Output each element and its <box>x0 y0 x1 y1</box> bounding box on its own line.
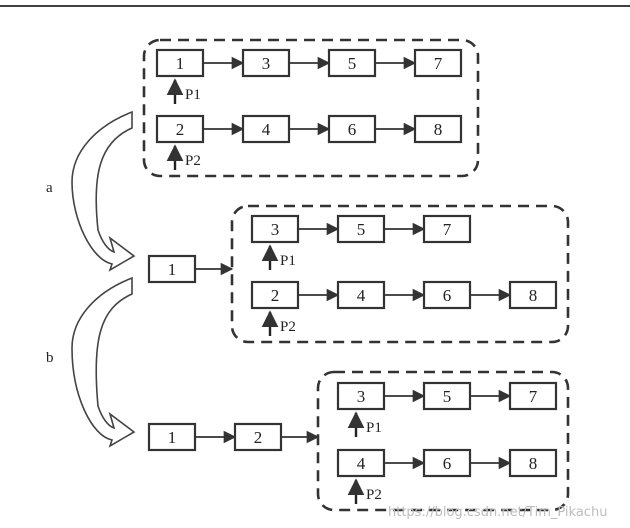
list-node-value: 4 <box>262 120 271 139</box>
list-node: 1 <box>147 254 197 284</box>
list-node: 8 <box>508 280 558 310</box>
list-node: 7 <box>413 48 463 78</box>
list-node-value: 1 <box>168 260 177 279</box>
list-node: 6 <box>422 280 472 310</box>
list-node-value: 7 <box>443 220 452 239</box>
step-label: a <box>46 180 53 196</box>
step-label: b <box>46 350 54 366</box>
list-node-value: 8 <box>529 454 538 473</box>
list-node-box <box>241 114 291 144</box>
list-node-value: 8 <box>434 120 443 139</box>
list-node: 6 <box>327 114 377 144</box>
list-node-box <box>233 422 283 452</box>
list-node-value: 2 <box>271 286 280 305</box>
list-node-value: 4 <box>357 286 366 305</box>
list-node: 7 <box>422 214 472 244</box>
list-node-value: 3 <box>262 54 271 73</box>
list-node-value: 5 <box>443 387 452 406</box>
list-node-value: 5 <box>357 220 366 239</box>
list-node-value: 7 <box>434 54 443 73</box>
list-node-box <box>250 214 300 244</box>
list-node-box <box>327 114 377 144</box>
list-node-value: 2 <box>254 428 263 447</box>
list-node-box <box>508 448 558 478</box>
list-node: 7 <box>508 381 558 411</box>
list-node: 5 <box>327 48 377 78</box>
list-node-value: 6 <box>443 454 452 473</box>
list-node: 2 <box>155 114 205 144</box>
watermark: https://blog.csdn.net/Tim_Pikachu <box>388 505 607 520</box>
remaining-lists-box <box>142 38 480 178</box>
list-node: 1 <box>155 48 205 78</box>
list-node: 3 <box>250 214 300 244</box>
list-node: 4 <box>336 448 386 478</box>
list-node-value: 4 <box>357 454 366 473</box>
list-node: 8 <box>508 448 558 478</box>
list-node-box <box>241 48 291 78</box>
list-node-value: 6 <box>443 286 452 305</box>
list-node-box <box>508 381 558 411</box>
list-node: 5 <box>422 381 472 411</box>
pointer-label: P1 <box>366 420 382 436</box>
list-node: 2 <box>233 422 283 452</box>
list-node: 5 <box>336 214 386 244</box>
transition-arrow <box>71 110 136 272</box>
list-node-box <box>422 214 472 244</box>
list-node: 1 <box>147 422 197 452</box>
list-node-box <box>508 280 558 310</box>
list-node-box <box>336 280 386 310</box>
pointer-label: P2 <box>366 487 382 503</box>
list-node-value: 2 <box>176 120 185 139</box>
list-node: 2 <box>250 280 300 310</box>
list-node-value: 7 <box>529 387 538 406</box>
list-node: 3 <box>241 48 291 78</box>
list-node: 4 <box>336 280 386 310</box>
list-node-value: 1 <box>168 428 177 447</box>
list-node: 4 <box>241 114 291 144</box>
list-node-box <box>422 280 472 310</box>
list-node: 8 <box>413 114 463 144</box>
pointer-label: P2 <box>280 319 296 335</box>
list-node-box <box>250 280 300 310</box>
list-node-value: 3 <box>271 220 280 239</box>
list-node-box <box>336 381 386 411</box>
list-node-box <box>336 214 386 244</box>
list-node: 3 <box>336 381 386 411</box>
list-node-value: 6 <box>348 120 357 139</box>
pointer-label: P2 <box>185 153 201 169</box>
list-node-box <box>422 448 472 478</box>
pointer-label: P1 <box>280 253 296 269</box>
list-node-value: 3 <box>357 387 366 406</box>
list-node-value: 8 <box>529 286 538 305</box>
list-node-box <box>413 114 463 144</box>
list-node-value: 5 <box>348 54 357 73</box>
list-node: 6 <box>422 448 472 478</box>
list-node-box <box>155 114 205 144</box>
transition-arrow <box>71 276 136 448</box>
list-node-value: 1 <box>176 54 185 73</box>
list-node-box <box>413 48 463 78</box>
pointer-label: P1 <box>185 87 201 103</box>
